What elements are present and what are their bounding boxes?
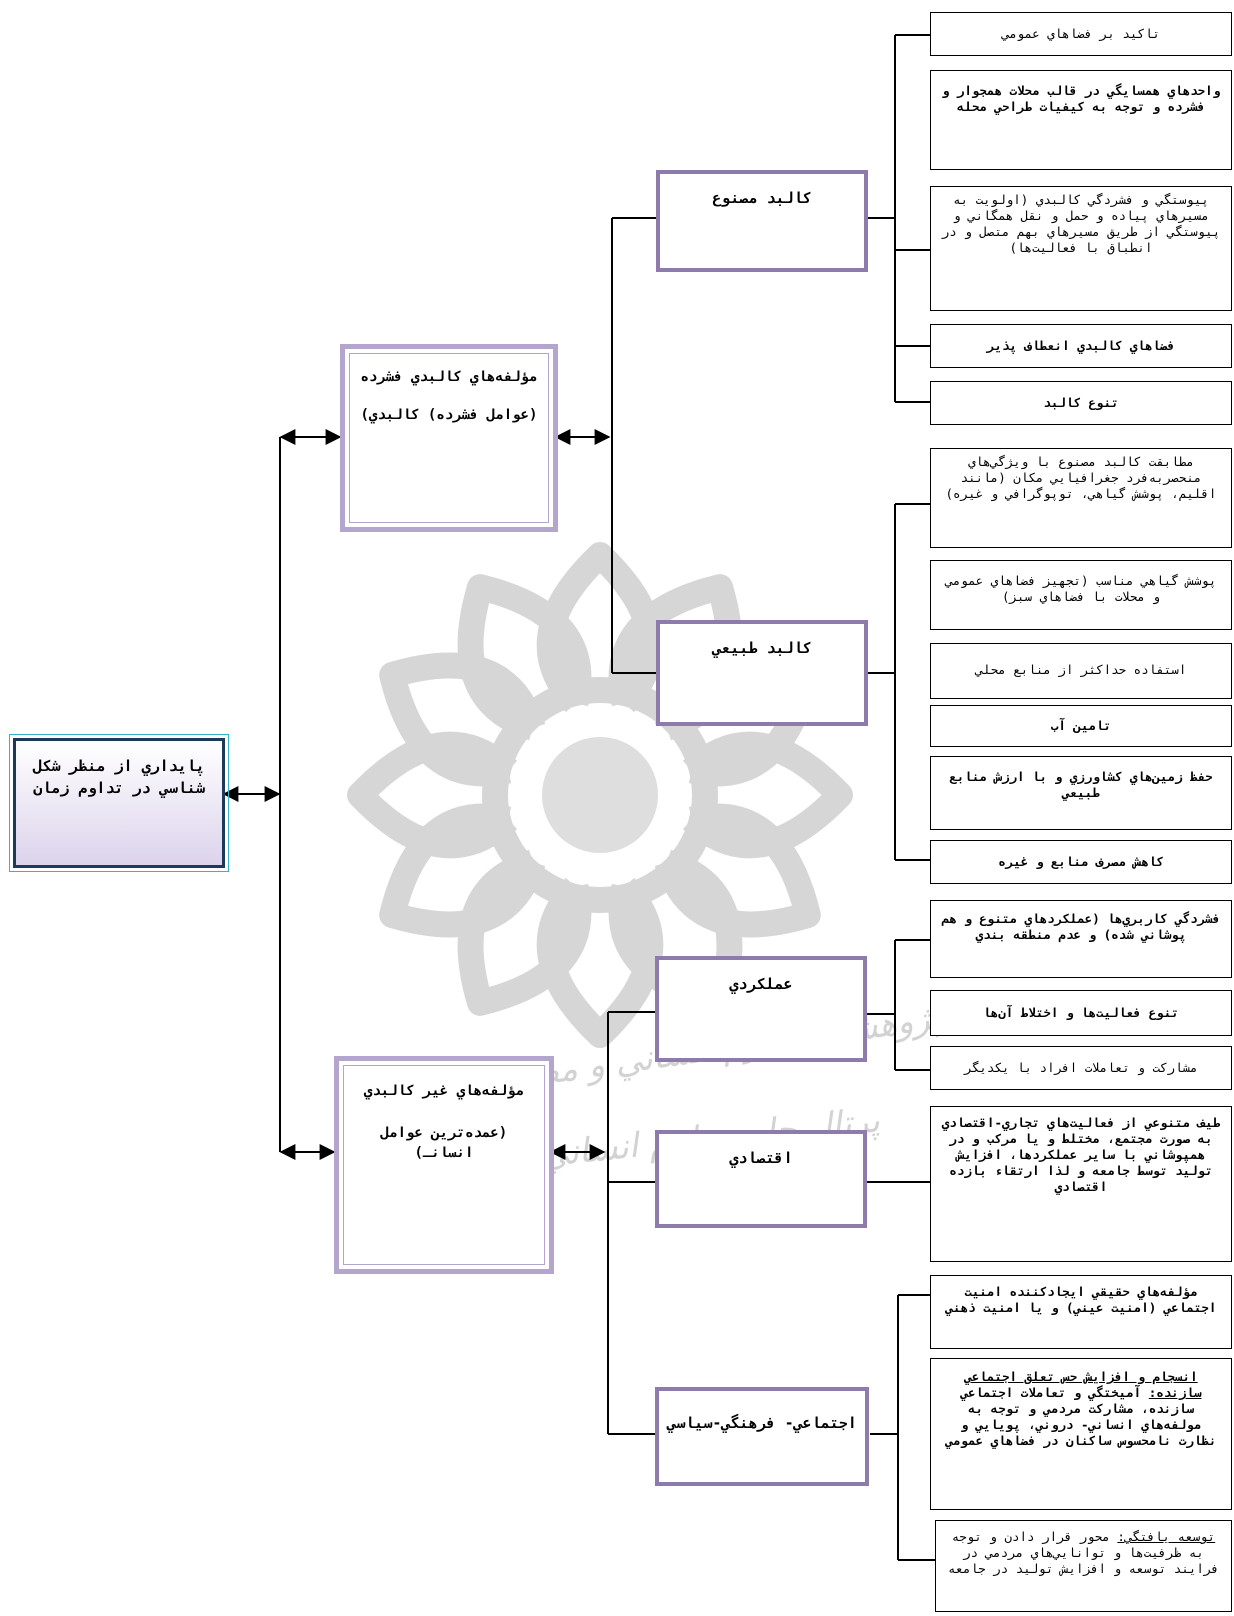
category-economic: اقتصادي (655, 1130, 867, 1228)
rosette-petal (379, 803, 546, 938)
rosette-petal (536, 877, 664, 1048)
rosette-petal (654, 803, 821, 938)
leaf-natural-3: استفاده حداكثر از منابع محلي (930, 643, 1232, 699)
leaf-sociocultural-1: مؤلفه‌هاي حقيقي ايجادكننده امنيت اجتماعي… (930, 1275, 1232, 1349)
rosette-petal (379, 652, 546, 787)
leaf-development-title: توسعه يافتگي: (1117, 1529, 1216, 1544)
category-artificial: كالبد مصنوع (656, 170, 868, 272)
category-functional: عملكردي (655, 956, 867, 1062)
category-sociocultural: اجتماعي- فرهنگي-سياسي (655, 1387, 869, 1486)
leaf-cohesion-body: آميختگي و تعاملات اجتماعي سازنده، مشاركت… (945, 1385, 1217, 1448)
leaf-functional-1: فشردگي كاربري‌ها (عملكردهاي متنوع و هم پ… (930, 900, 1232, 978)
root-node: پايداري از منظر شكل شناسي در تداوم زمان (9, 734, 229, 872)
rosette-petal (682, 731, 853, 859)
leaf-functional-2: تنوع فعاليت‌ها و اختلاط آن‌ها (930, 990, 1232, 1036)
leaf-development: توسعه يافتگي: محور قرار دادن و توجه به ظ… (935, 1520, 1232, 1612)
leaf-artificial-5: تنوع كالبد (930, 381, 1232, 425)
leaf-artificial-1: تاكيد بر فضاهاي عمومي (930, 12, 1232, 56)
leaf-natural-2: پوشش گياهي مناسب (تجهيز فضاهاي عمومي و م… (930, 560, 1232, 630)
physical-group-line1: مؤلفه‌هاي كالبدي فشرده (360, 369, 538, 385)
category-natural: كالبد طبيعي (656, 620, 868, 726)
rosette-petal (457, 849, 592, 1016)
leaf-natural-5: حفظ زمين‌هاي كشاورزي و با ارزش منابع طبي… (930, 756, 1232, 830)
leaf-artificial-4: فضاهاي كالبدي انعطاف پذير (930, 324, 1232, 368)
leaf-artificial-2: واحدهاي همسايگي در قالب محلات همجوار و ف… (930, 70, 1232, 170)
leaf-economic-1: طيف متنوعي از فعاليت‌هاي تجاري-اقتصادي ب… (930, 1106, 1232, 1262)
leaf-natural-6: كاهش مصرف منابع و غيره (930, 840, 1232, 884)
rosette-petal (536, 542, 664, 713)
rosette-petal (347, 731, 518, 859)
leaf-natural-1: مطابقت كالبد مصنوع با ويژگي‌هاي منحصربه‌… (930, 448, 1232, 548)
nonphysical-group-line1: مؤلفه‌هاي غير كالبدي (363, 1083, 525, 1099)
leaf-development-body: محور قرار دادن و توجه به ظرفيت‌ها و توان… (948, 1529, 1219, 1576)
nonphysical-group-line2: (عمده‌ترين عوامل انسانـ) (380, 1125, 508, 1161)
leaf-cohesion: انسجام و افزايش حس تعلق اجتماعي سازنده: … (930, 1358, 1232, 1510)
physical-group-line2: (عوامل فشرده) كالبدي) (360, 407, 538, 423)
leaf-functional-3: مشاركت و تعاملات افراد با يكديگر (930, 1046, 1232, 1090)
rosette-ring (482, 677, 718, 913)
physical-components-group: مؤلفه‌هاي كالبدي فشرده (عوامل فشرده) كال… (340, 344, 558, 532)
leaf-natural-4: تامين آب (930, 705, 1232, 747)
rosette-petal (457, 574, 592, 741)
leaf-artificial-3: پيوستگي و فشردگي كالبدي (اولويت به مسيره… (930, 186, 1232, 311)
nonphysical-components-group: مؤلفه‌هاي غير كالبدي (عمده‌ترين عوامل ان… (334, 1056, 554, 1274)
leaf-cohesion-title: انسجام و افزايش حس تعلق اجتماعي سازنده: (964, 1369, 1202, 1400)
